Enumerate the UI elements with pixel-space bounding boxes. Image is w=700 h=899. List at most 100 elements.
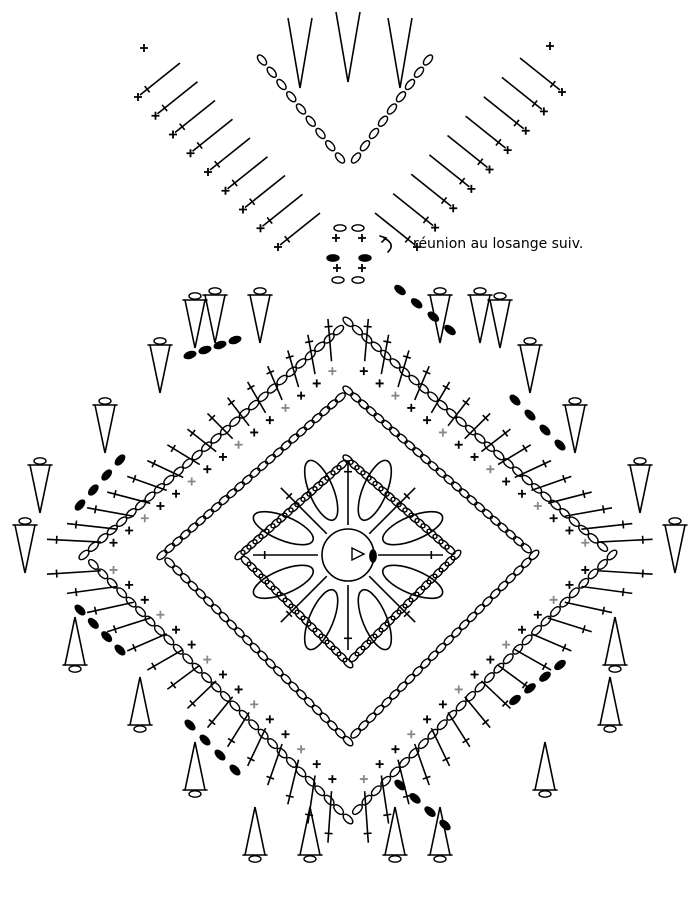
chain-oval <box>265 66 278 79</box>
slip-stitch-dot <box>423 805 436 818</box>
slip-stitch-dot <box>523 408 536 421</box>
double-crochet-post <box>481 429 510 452</box>
chain-oval <box>318 405 331 418</box>
chain-oval <box>496 521 509 534</box>
chain-oval <box>512 564 525 577</box>
slip-stitch-dot <box>408 792 421 805</box>
chain-oval <box>494 293 506 299</box>
chain-oval <box>436 718 449 731</box>
chain-oval <box>241 634 254 647</box>
chain-oval <box>504 528 517 541</box>
single-crochet-cross <box>358 234 366 242</box>
v-fan <box>600 677 620 725</box>
chain-oval <box>380 696 393 709</box>
post-bar <box>383 341 391 342</box>
chain-oval <box>233 626 246 639</box>
chain-oval <box>163 542 176 555</box>
v-fan <box>490 300 510 348</box>
chain-oval <box>434 466 447 479</box>
chain-oval <box>251 533 264 546</box>
chain-oval <box>228 699 241 712</box>
double-crochet-post <box>502 77 542 109</box>
double-crochet-post <box>245 176 285 208</box>
double-crochet-post <box>365 319 369 361</box>
slip-stitch-dot <box>393 779 406 792</box>
chain-oval <box>310 412 323 425</box>
chain-oval <box>357 719 370 732</box>
post-bar <box>76 588 77 596</box>
single-crochet-cross <box>250 700 258 708</box>
chain-oval <box>323 794 336 807</box>
v-fan <box>30 465 50 513</box>
start-arrow <box>352 548 364 560</box>
v-fan <box>250 295 270 343</box>
post-bar <box>171 682 176 688</box>
chain-oval <box>489 514 502 527</box>
petal-loop <box>249 505 317 552</box>
chain-oval <box>422 53 435 66</box>
double-crochet-post <box>581 524 632 530</box>
single-crochet-cross <box>156 611 164 619</box>
single-crochet-cross <box>581 539 589 547</box>
single-crochet-cross <box>141 514 149 522</box>
chain-oval <box>434 288 446 294</box>
chain-oval <box>442 473 455 486</box>
petal-loop <box>298 586 345 654</box>
post-bar <box>623 521 624 529</box>
double-crochet-post <box>466 116 506 148</box>
double-crochet-post <box>448 136 488 168</box>
single-crochet-cross <box>188 477 196 485</box>
double-crochet-post <box>175 101 215 133</box>
single-crochet-cross <box>172 626 180 634</box>
chain-oval <box>569 398 581 404</box>
slip-stitch-dot <box>100 630 113 643</box>
chain-oval <box>341 812 354 825</box>
join-arrow-icon <box>384 238 391 252</box>
double-crochet-post <box>411 174 451 206</box>
double-crochet-post <box>381 775 388 823</box>
chain-oval <box>332 277 344 283</box>
chain-oval <box>473 501 486 514</box>
double-crochet-post <box>465 413 490 438</box>
chain-oval <box>334 391 347 404</box>
double-crochet-post <box>47 539 101 542</box>
chain-oval <box>437 560 450 573</box>
chain-oval <box>163 556 176 569</box>
chain-oval <box>351 803 364 816</box>
petal-loop <box>379 558 447 605</box>
double-crochet-post <box>465 697 490 728</box>
chain-oval <box>411 446 424 459</box>
chain-oval <box>272 665 285 678</box>
chain-oval <box>539 791 551 797</box>
chain-oval <box>210 501 223 514</box>
chain-oval <box>450 626 463 639</box>
chain-oval <box>326 398 339 411</box>
chain-oval <box>285 90 298 103</box>
post-bar <box>403 356 411 358</box>
chain-oval <box>473 680 486 693</box>
post-bar <box>643 570 644 578</box>
chain-oval <box>239 543 252 556</box>
join-annotation: réunion au losange suiv. <box>413 236 583 252</box>
single-crochet-cross <box>376 379 384 387</box>
v-fan <box>565 405 585 453</box>
chain-oval <box>275 78 288 91</box>
single-crochet-cross <box>328 775 336 783</box>
chain-oval <box>202 595 215 608</box>
chain-oval <box>419 578 432 591</box>
chain-oval <box>241 473 254 486</box>
chain-oval <box>171 535 184 548</box>
chain-oval <box>335 650 348 663</box>
chain-oval <box>395 501 408 514</box>
slip-stitch-dot <box>228 763 241 776</box>
chain-oval <box>314 127 327 140</box>
petal-loop <box>351 586 398 654</box>
double-crochet-post <box>208 697 233 728</box>
slip-stitch-dot <box>73 603 86 616</box>
petal-loop <box>288 18 312 88</box>
single-crochet-cross <box>407 730 415 738</box>
chain-oval <box>34 458 46 464</box>
chain-oval <box>304 856 316 862</box>
double-crochet-post <box>581 586 632 593</box>
double-crochet-post <box>67 524 117 530</box>
